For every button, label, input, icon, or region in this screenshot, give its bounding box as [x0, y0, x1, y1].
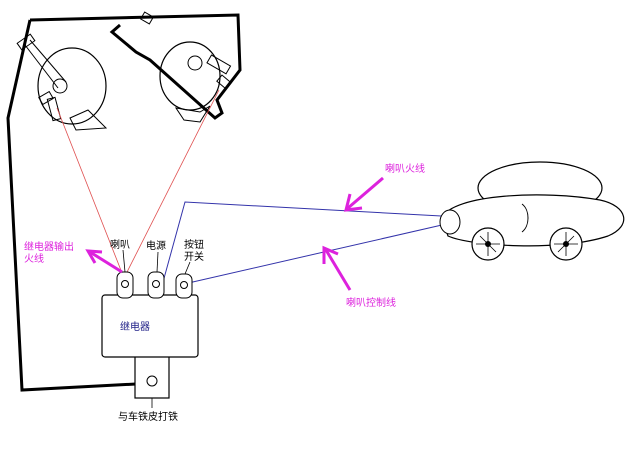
terminal-power-label: 电源: [146, 239, 166, 252]
horn-icon: [139, 11, 232, 123]
horn-control-wire: [183, 221, 456, 285]
relay-output-label-line1: 继电器输出: [24, 240, 74, 253]
ground-label: 与车铁皮打铁: [118, 410, 178, 423]
terminal-button-label-line2: 开关: [184, 250, 204, 263]
horn-feed-wire-left: [56, 107, 125, 279]
ground-wire: [29, 13, 242, 120]
arrow-icon: [344, 176, 384, 212]
arrow-icon: [85, 249, 123, 274]
horn-live-wire-label: 喇叭火线: [385, 162, 425, 175]
ground-wire-left: [6, 19, 137, 392]
relay-output-label-line2: 火线: [24, 252, 44, 265]
terminal-power-pointer: [156, 251, 159, 273]
terminal-button-pointer: [184, 261, 191, 275]
terminal-horn-label: 喇叭: [110, 239, 130, 251]
relay-icon: [101, 271, 199, 399]
horn-icon: [16, 33, 108, 131]
car-icon: [439, 161, 625, 261]
horn-control-wire-label: 喇叭控制线: [346, 296, 396, 309]
terminal-horn-pointer: [122, 249, 126, 273]
terminal-button-label-line1: 按钮: [184, 238, 204, 251]
arrow-icon: [322, 245, 352, 291]
horn-feed-wire-right: [123, 89, 220, 279]
horn-live-wire: [162, 201, 461, 283]
relay-label: 继电器: [120, 320, 150, 333]
